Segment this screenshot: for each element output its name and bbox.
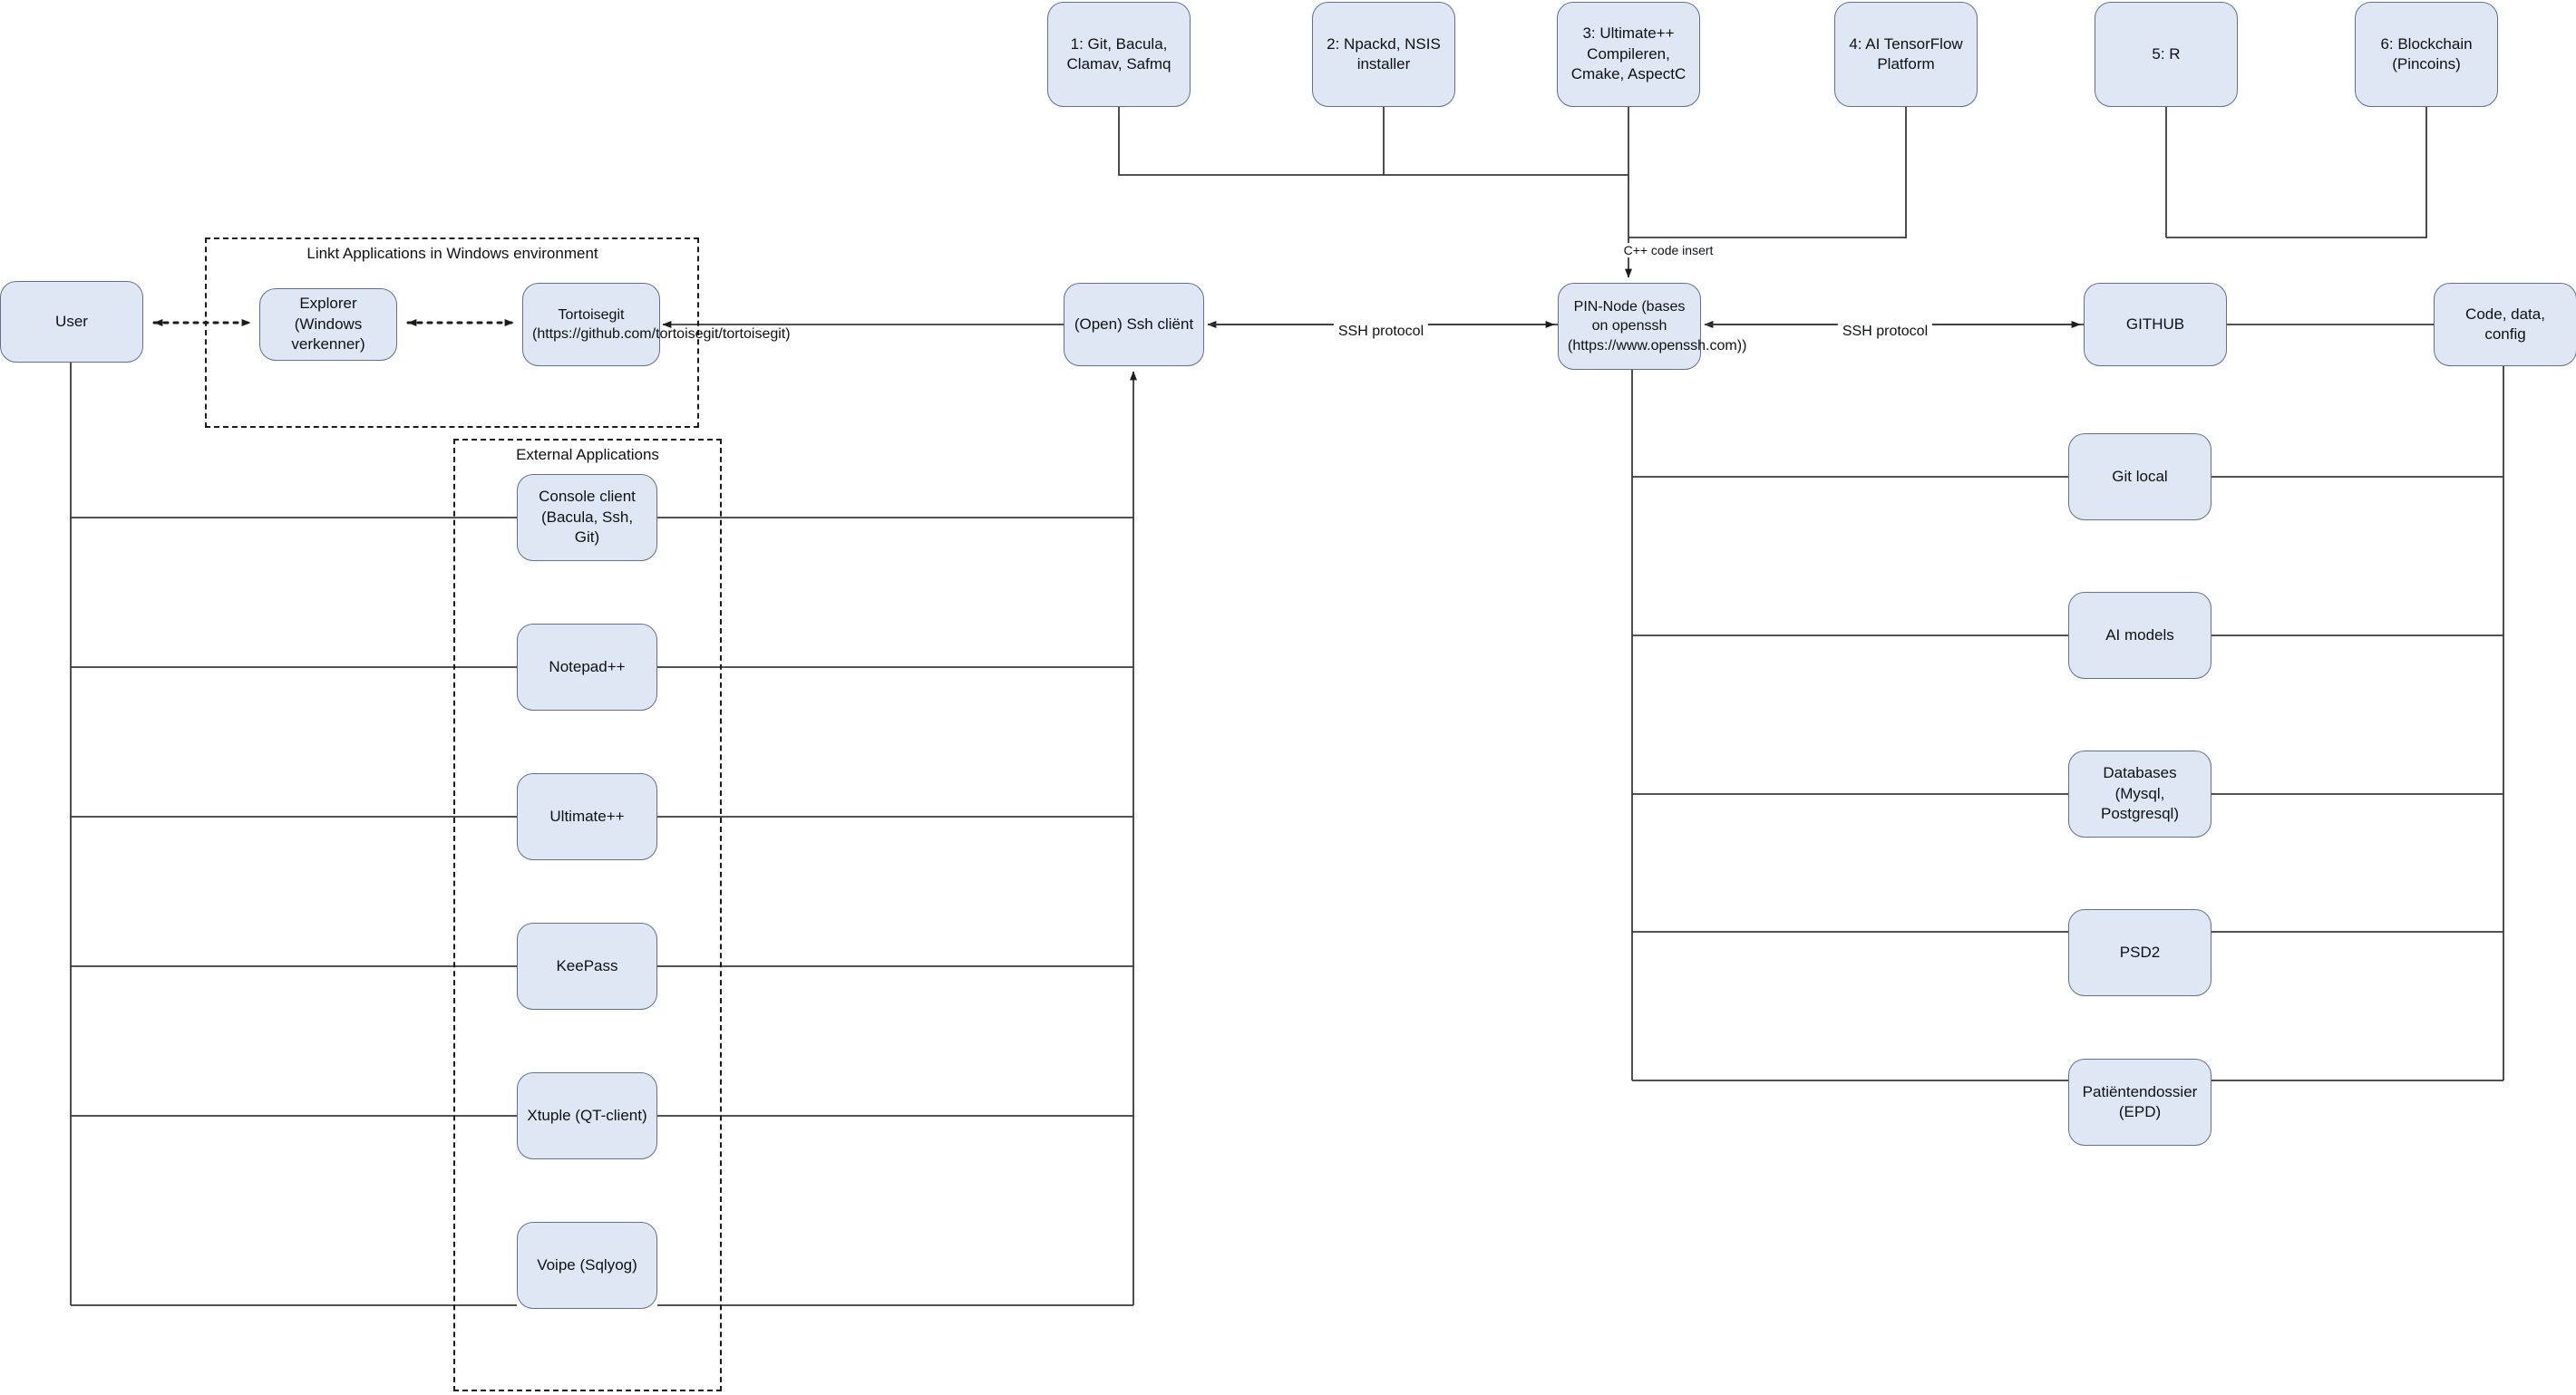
node-explorer[interactable]: Explorer (Windows verkenner) xyxy=(259,288,397,361)
group-windows-applications-label: Linkt Applications in Windows environmen… xyxy=(306,245,598,262)
edge-label-ssh-protocol-left: SSH protocol xyxy=(1333,324,1429,340)
node-psd2-label: PSD2 xyxy=(2119,943,2161,961)
node-git-local-label: Git local xyxy=(2112,467,2168,485)
node-notepadpp[interactable]: Notepad++ xyxy=(517,624,657,711)
node-xtuple[interactable]: Xtuple (QT-client) xyxy=(517,1072,657,1159)
node-console-client-label: Console client (Bacula, Ssh, Git) xyxy=(539,488,636,547)
node-pin-node[interactable]: PIN-Node (bases on openssh (https://www.… xyxy=(1558,283,1747,370)
node-voipe[interactable]: Voipe (Sqlyog) xyxy=(517,1222,657,1309)
node-github[interactable]: GITHUB xyxy=(2084,283,2227,366)
source-node-git-bacula-clamav-safmq[interactable]: 1: Git, Bacula, Clamav, Safmq xyxy=(1047,2,1191,107)
source-node-label: 3: Ultimate++ Compileren, Cmake, AspectC xyxy=(1570,24,1687,83)
node-explorer-label: Explorer (Windows verkenner) xyxy=(291,295,365,354)
node-ai-models-label: AI models xyxy=(2105,625,2174,644)
edge-src6-bus xyxy=(2166,107,2427,238)
node-github-label: GITHUB xyxy=(2125,315,2185,333)
node-tortoisegit[interactable]: Tortoisegit (https://github.com/tortoise… xyxy=(522,283,791,366)
source-node-ultimatepp-compileren[interactable]: 3: Ultimate++ Compileren, Cmake, AspectC xyxy=(1557,2,1700,107)
node-keepass[interactable]: KeePass xyxy=(517,923,657,1010)
source-node-label: 5: R xyxy=(2152,44,2181,63)
node-xtuple-label: Xtuple (QT-client) xyxy=(527,1106,647,1124)
node-epd[interactable]: Patiëntendossier (EPD) xyxy=(2068,1059,2211,1146)
source-node-label: 1: Git, Bacula, Clamav, Safmq xyxy=(1066,34,1171,73)
node-tortoisegit-label: Tortoisegit (https://github.com/tortoise… xyxy=(532,306,791,342)
node-git-local[interactable]: Git local xyxy=(2068,433,2211,520)
source-node-ai-tensorflow-platform[interactable]: 4: AI TensorFlow Platform xyxy=(1834,2,1978,107)
node-psd2[interactable]: PSD2 xyxy=(2068,909,2211,996)
source-node-r[interactable]: 5: R xyxy=(2095,2,2238,107)
edge-src4-bus xyxy=(1628,107,1907,238)
source-node-label: 4: AI TensorFlow Platform xyxy=(1849,34,1963,73)
node-code-data-config-label: Code, data, config xyxy=(2465,305,2545,343)
node-user-label: User xyxy=(55,312,88,330)
node-pin-node-label: PIN-Node (bases on openssh (https://www.… xyxy=(1568,299,1747,354)
node-epd-label: Patiëntendossier (EPD) xyxy=(2082,1082,2198,1120)
node-console-client[interactable]: Console client (Bacula, Ssh, Git) xyxy=(517,474,657,561)
node-ssh-client-label: (Open) Ssh cliënt xyxy=(1074,315,1194,333)
node-ai-models[interactable]: AI models xyxy=(2068,592,2211,679)
node-databases-label: Databases (Mysql, Postgresql) xyxy=(2101,764,2179,823)
node-voipe-label: Voipe (Sqlyog) xyxy=(537,1255,637,1274)
node-ultimatepp[interactable]: Ultimate++ xyxy=(517,773,657,860)
source-node-npackd-nsis-installer[interactable]: 2: Npackd, NSIS installer xyxy=(1312,2,1455,107)
edge-label-cpp-code-insert: C++ code insert xyxy=(1619,243,1718,257)
node-user[interactable]: User xyxy=(0,281,143,363)
node-notepadpp-label: Notepad++ xyxy=(549,657,626,675)
node-ultimatepp-label: Ultimate++ xyxy=(549,807,625,825)
node-databases[interactable]: Databases (Mysql, Postgresql) xyxy=(2068,751,2211,838)
node-code-data-config[interactable]: Code, data, config xyxy=(2434,283,2576,366)
group-external-applications-label: External Applications xyxy=(516,446,659,463)
edge-label-ssh-protocol-right: SSH protocol xyxy=(1837,324,1933,340)
group-windows-applications xyxy=(205,237,699,428)
group-external-applications xyxy=(453,439,722,1391)
source-node-label: 6: Blockchain (Pincoins) xyxy=(2380,34,2473,73)
edge-src1-bus xyxy=(1118,107,1628,176)
node-ssh-client[interactable]: (Open) Ssh cliënt xyxy=(1064,283,1204,366)
node-keepass-label: KeePass xyxy=(556,956,618,974)
source-node-label: 2: Npackd, NSIS installer xyxy=(1327,34,1441,73)
source-node-blockchain-pincoins[interactable]: 6: Blockchain (Pincoins) xyxy=(2355,2,2498,107)
